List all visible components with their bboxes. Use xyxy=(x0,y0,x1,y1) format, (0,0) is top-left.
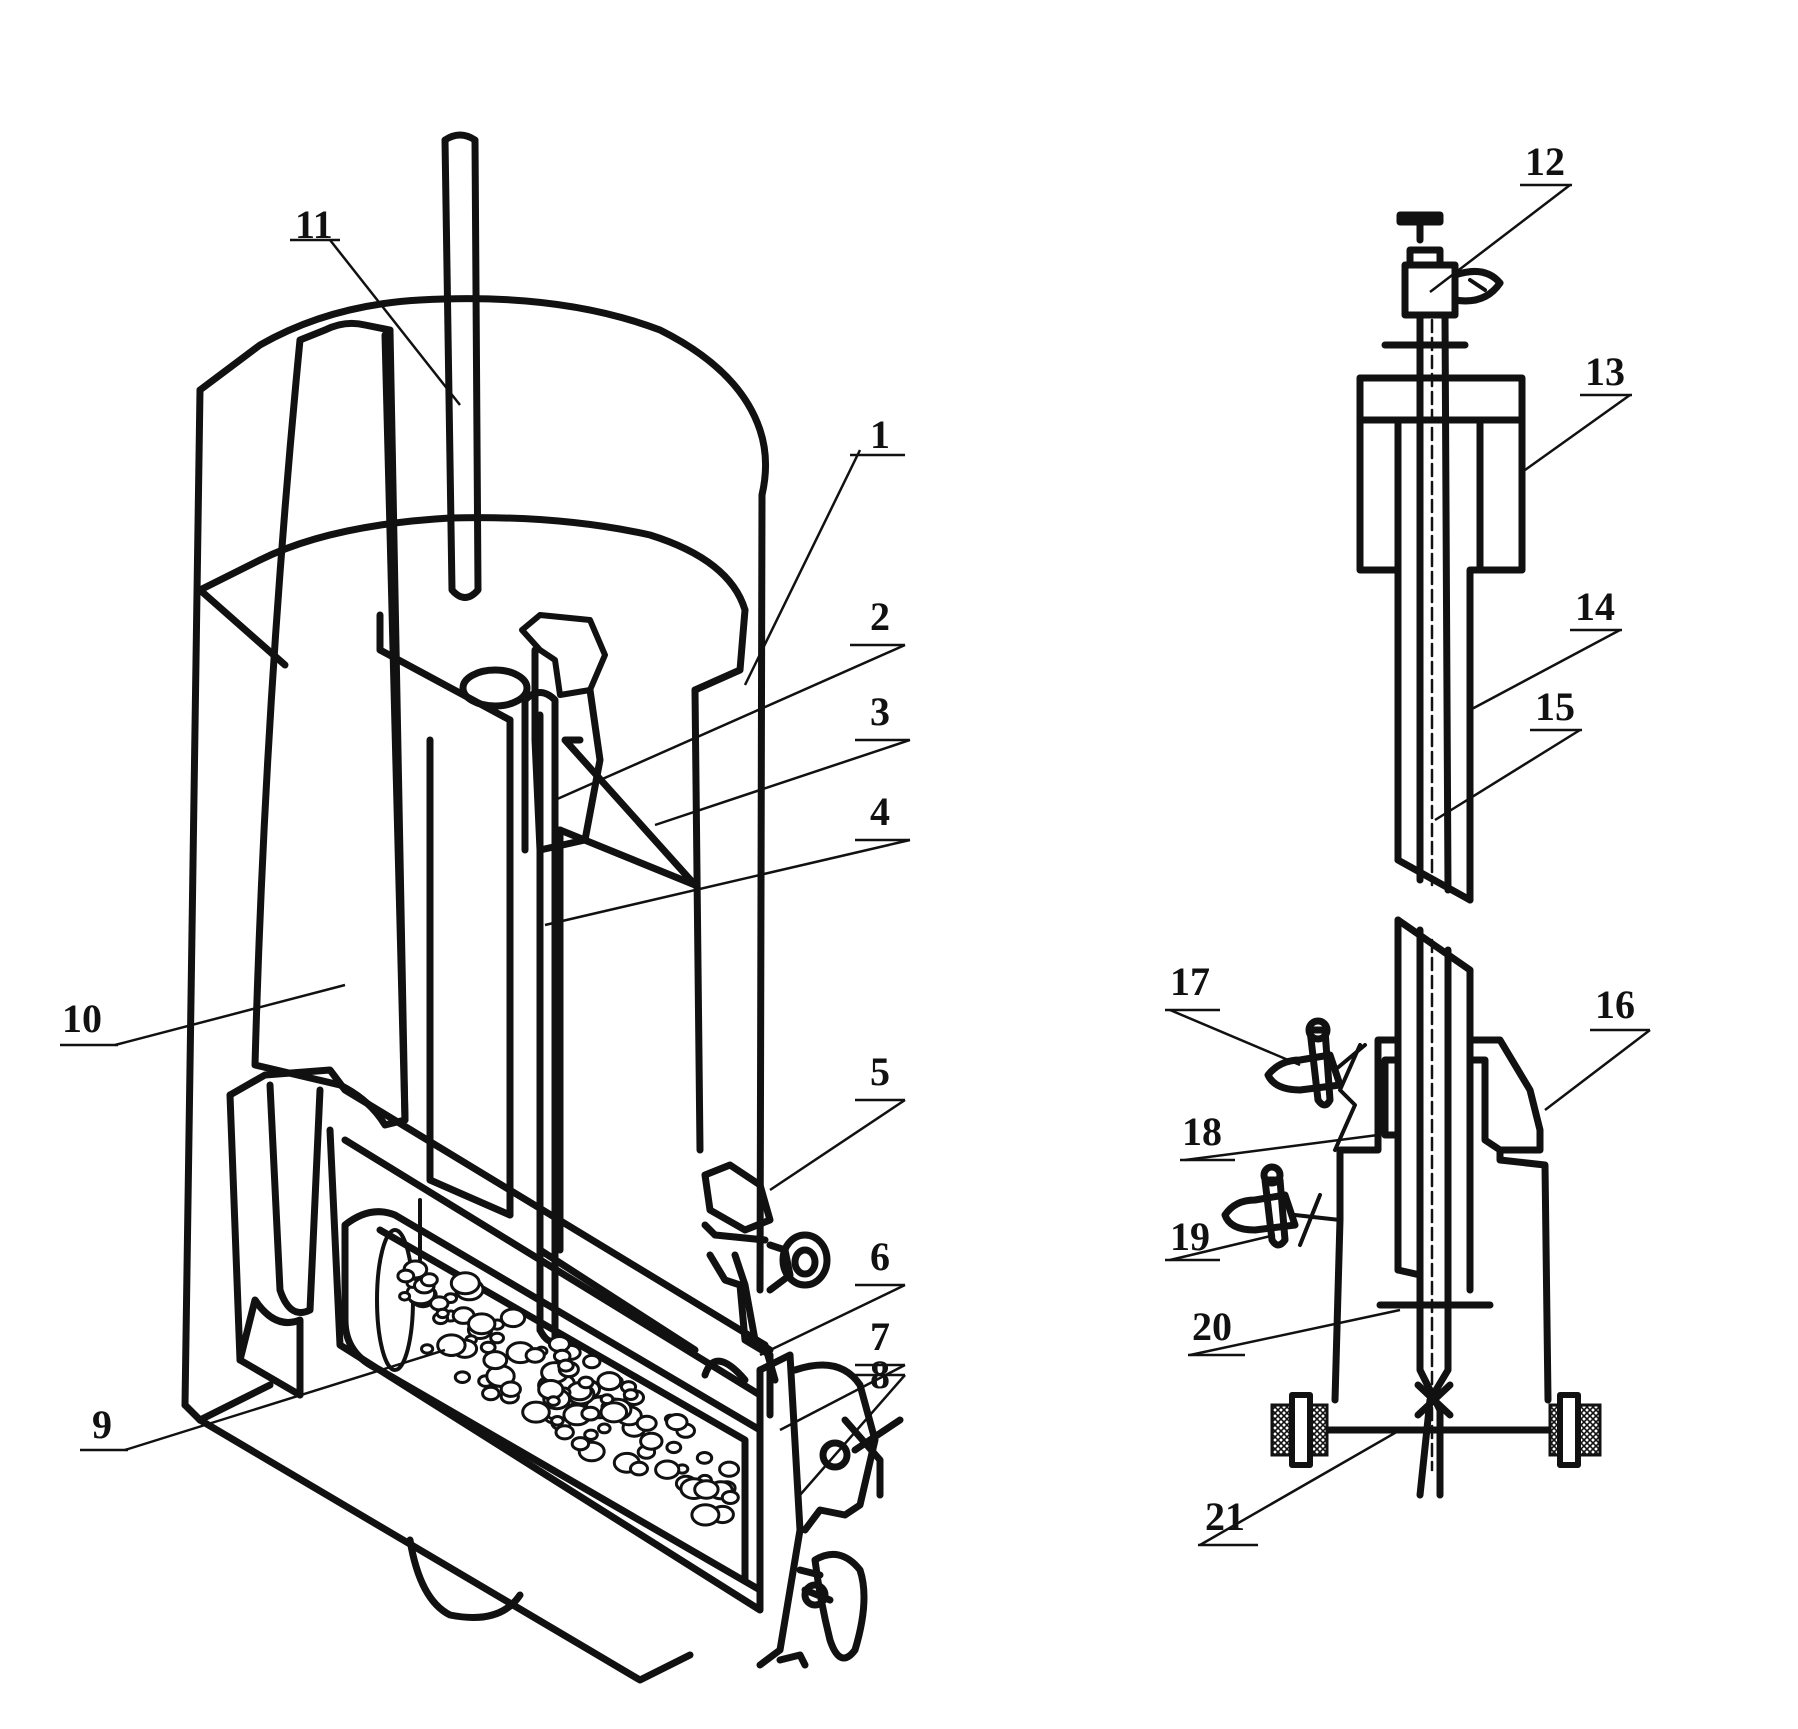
lower-tube xyxy=(1394,916,1474,1499)
label-12: 12 xyxy=(1525,139,1565,184)
label-17: 17 xyxy=(1170,959,1210,1004)
bubble xyxy=(550,1415,565,1427)
bubble xyxy=(582,1353,602,1370)
bubble xyxy=(557,1358,575,1373)
bubble xyxy=(489,1331,506,1345)
bubble xyxy=(718,1460,741,1478)
bubble xyxy=(720,1490,740,1505)
bubble xyxy=(467,1312,497,1336)
bubble xyxy=(481,1385,501,1402)
bubble xyxy=(435,1307,450,1320)
lower-housing xyxy=(1270,1036,1602,1468)
top-valve xyxy=(1381,211,1504,349)
label-1: 1 xyxy=(870,412,890,457)
bubble xyxy=(596,1371,623,1392)
trough xyxy=(226,1066,779,1614)
right-apparatus xyxy=(1169,184,1651,1547)
label-5: 5 xyxy=(870,1049,890,1094)
bubble xyxy=(453,1370,471,1384)
cutaway-wall xyxy=(376,606,749,1354)
label-18: 18 xyxy=(1182,1109,1222,1154)
callout-labels: 1 2 3 4 5 6 7 8 11 10 9 12 13 14 15 16 1… xyxy=(60,139,1650,1547)
label-4: 4 xyxy=(870,789,890,834)
bubble xyxy=(570,1436,591,1452)
probe-holder xyxy=(519,612,608,854)
bubble xyxy=(577,1375,595,1390)
bubble xyxy=(690,1503,721,1527)
bubble xyxy=(629,1460,649,1477)
bubble xyxy=(654,1459,681,1480)
top-hole xyxy=(459,666,531,710)
label-14: 14 xyxy=(1575,584,1615,629)
bubble xyxy=(580,1405,601,1422)
upper-tube xyxy=(1356,311,1526,904)
bubble xyxy=(665,1440,683,1455)
left-apparatus xyxy=(114,131,911,1684)
bubble xyxy=(396,1268,416,1284)
bubble xyxy=(499,1380,522,1398)
label-21: 21 xyxy=(1205,1494,1245,1539)
bubble xyxy=(599,1393,615,1406)
end-cap xyxy=(756,1351,904,1669)
label-20: 20 xyxy=(1192,1304,1232,1349)
bubble xyxy=(693,1479,720,1500)
right-leaders xyxy=(1169,184,1651,1547)
bubble xyxy=(665,1413,689,1432)
bubble xyxy=(419,1272,439,1288)
label-15: 15 xyxy=(1535,684,1575,729)
bubble xyxy=(482,1350,509,1371)
bubble xyxy=(554,1424,575,1441)
bubble xyxy=(449,1271,481,1296)
label-3: 3 xyxy=(870,689,890,734)
bubble xyxy=(479,1340,497,1355)
label-6: 6 xyxy=(870,1234,890,1279)
bubble xyxy=(583,1428,599,1442)
bubble xyxy=(436,1333,467,1357)
label-7: 7 xyxy=(870,1314,890,1359)
side-valve xyxy=(701,1161,831,1419)
bubble xyxy=(499,1307,527,1329)
label-9: 9 xyxy=(92,1402,112,1447)
bubble xyxy=(521,1400,551,1424)
bubble xyxy=(635,1414,658,1432)
label-10: 10 xyxy=(62,996,102,1041)
valve-19 xyxy=(1221,1163,1342,1249)
bubble xyxy=(597,1422,612,1435)
valve-17 xyxy=(1264,1017,1367,1152)
bubble xyxy=(398,1291,412,1302)
label-16: 16 xyxy=(1595,982,1635,1027)
bubble xyxy=(546,1395,561,1407)
label-13: 13 xyxy=(1585,349,1625,394)
label-19: 19 xyxy=(1170,1214,1210,1259)
bubble xyxy=(429,1295,450,1312)
label-2: 2 xyxy=(870,594,890,639)
bubble xyxy=(639,1431,664,1451)
bubble xyxy=(695,1451,714,1465)
bubble xyxy=(599,1401,629,1424)
bubble xyxy=(420,1343,435,1355)
u-tube xyxy=(521,689,559,1345)
top-rod xyxy=(441,131,482,601)
bubble xyxy=(524,1347,546,1364)
bubble xyxy=(622,1388,639,1401)
blade-insert xyxy=(251,319,409,1129)
vessel-body xyxy=(181,295,770,1684)
